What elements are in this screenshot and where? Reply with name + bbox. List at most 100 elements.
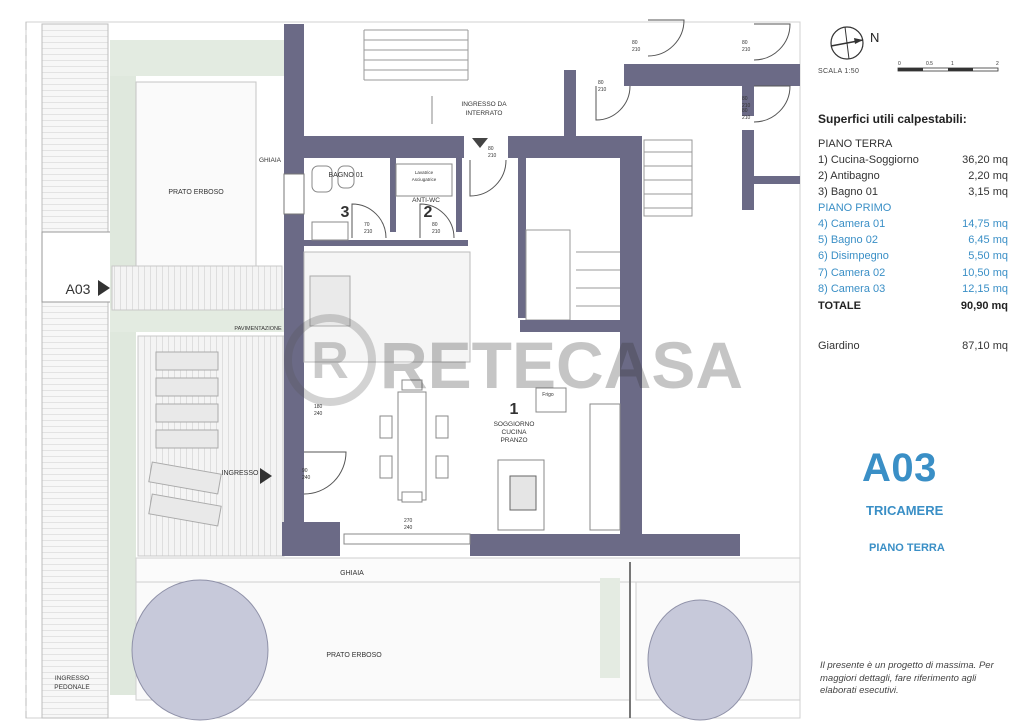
door-tag: 240 — [404, 525, 413, 531]
paving-label: PAVIMENTAZIONE — [234, 326, 282, 332]
antiwc-label: ANTI-WC — [412, 197, 440, 204]
entrance-label: INGRESSO — [222, 470, 260, 477]
door-tags: 8021080210802108021070210802108021080210… — [302, 40, 751, 531]
cooktop — [509, 475, 537, 511]
bath-label: BAGNO 01 — [328, 172, 363, 179]
bath-sink — [311, 221, 349, 241]
floor-name: PIANO TERRA — [869, 542, 945, 554]
door-tag: 270 — [404, 518, 413, 524]
pedestrian-entrance-label-1: INGRESSO — [55, 675, 89, 682]
scale-label: SCALA 1:50 — [818, 68, 860, 75]
watermark-text: RETECASA — [380, 328, 743, 402]
svg-text:1: 1 — [951, 61, 954, 67]
toilet — [311, 165, 333, 193]
unit-arrow — [98, 280, 110, 296]
door-tag: 210 — [742, 47, 751, 53]
bath-number: 3 — [341, 204, 350, 221]
door-tag: 240 — [314, 411, 323, 417]
lawn-top — [135, 81, 257, 267]
door-tag: 210 — [742, 103, 751, 109]
dining-table — [397, 391, 427, 501]
unit-tag: A03 — [66, 281, 91, 297]
door-tag: 80 — [598, 80, 604, 86]
hedge-mid — [110, 308, 285, 332]
window-south — [343, 533, 471, 545]
door-tag: 80 — [742, 96, 748, 102]
tree-left — [131, 579, 269, 721]
laundry-label-2: Asciugatrice — [412, 177, 437, 182]
svg-text:2: 2 — [996, 61, 999, 67]
door-tag: 210 — [364, 229, 373, 235]
door-tag: 210 — [488, 153, 497, 159]
areas-title: Superfici utili calpestabili: — [818, 112, 967, 126]
door-tag: 240 — [302, 475, 311, 481]
unit-type: TRICAMERE — [866, 503, 944, 518]
svg-text:0.5: 0.5 — [926, 61, 933, 67]
laundry-label-1: Lavatrice — [415, 170, 434, 175]
door-tag: 80 — [742, 40, 748, 46]
unit-code: A03 — [862, 446, 937, 490]
scale-bar: 0 0.5 1 2 — [897, 61, 999, 72]
door-tag: 80 — [632, 40, 638, 46]
entrance-arrow — [260, 468, 272, 484]
living-label-2: CUCINA — [502, 429, 528, 436]
fridge-label: Frigo — [542, 392, 554, 398]
basement-entrance-label-2: INTERRATO — [466, 110, 503, 117]
hedge-left — [110, 40, 136, 695]
paving-strip — [111, 265, 283, 311]
watermark: R — [284, 314, 376, 406]
door-tag: 210 — [598, 87, 607, 93]
basement-stairs — [363, 29, 469, 81]
lawn-top-label: PRATO ERBOSO — [168, 189, 224, 196]
svg-text:0: 0 — [898, 61, 901, 67]
antiwc-number: 2 — [424, 204, 433, 221]
walls — [282, 24, 800, 556]
hedge-top — [110, 40, 285, 76]
basement-entrance-label-1: INGRESSO DA — [461, 101, 507, 108]
tree-right — [647, 599, 753, 721]
ground-floor-header: PIANO TERRA — [818, 138, 893, 150]
north-label: N — [870, 30, 880, 45]
living-label-1: SOGGIORNO — [494, 421, 535, 428]
legend-panel: N SCALA 1:50 0 0.5 1 2 Superfici utili c… — [808, 18, 1018, 718]
door-tag: 180 — [314, 404, 323, 410]
drawing-frame — [25, 21, 801, 719]
pedestrian-walkway — [41, 23, 109, 719]
kitchen-counter — [589, 403, 621, 531]
svg-text:R: R — [311, 332, 349, 390]
living-label-3: PRANZO — [500, 437, 527, 444]
pedestrian-entrance-label-2: PEDONALE — [54, 684, 90, 691]
gravel-bottom-label: GHIAIA — [340, 570, 364, 577]
door-swings — [303, 19, 791, 495]
door-tag: 80 — [432, 222, 438, 228]
lawn-bottom-label: PRATO ERBOSO — [326, 652, 382, 659]
door-tag: 210 — [632, 47, 641, 53]
door-tag: 80 — [742, 108, 748, 114]
disclaimer-note: Il presente è un progetto di massima. Pe… — [820, 660, 994, 696]
basement-entrance-arrow — [472, 138, 488, 148]
door-tag: 210 — [432, 229, 441, 235]
laundry-box — [395, 163, 453, 197]
door-tag: 90 — [302, 468, 308, 474]
gravel-bottom — [135, 557, 801, 583]
gravel-top-label: GHIAIA — [259, 157, 282, 164]
north-arrow-icon — [830, 26, 864, 60]
door-tag: 80 — [488, 146, 494, 152]
living-number: 1 — [510, 401, 519, 418]
door-tag: 70 — [364, 222, 370, 228]
fridge — [535, 387, 567, 413]
door-tag: 210 — [742, 115, 751, 121]
first-floor-header: PIANO PRIMO — [818, 202, 892, 215]
